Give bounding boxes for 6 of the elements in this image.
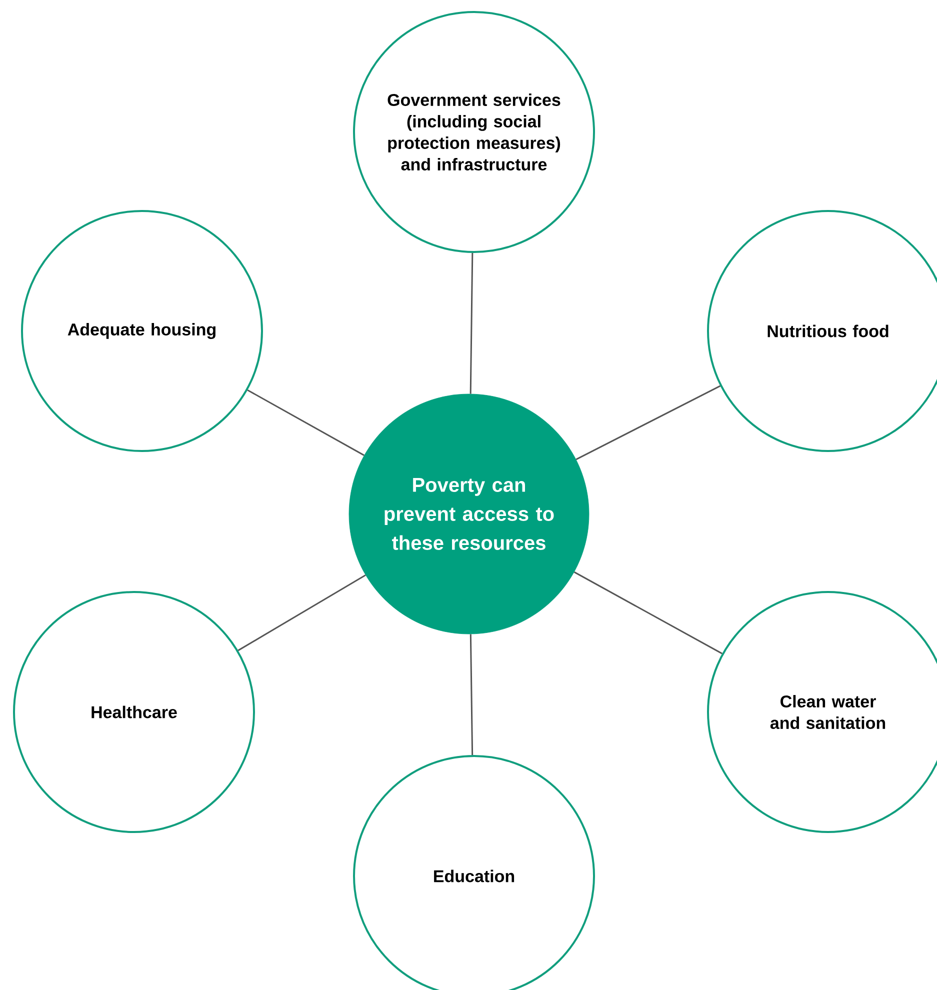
connector-line: [238, 574, 366, 652]
connector-line: [247, 389, 364, 456]
connector-line: [470, 634, 474, 756]
connector-line: [470, 252, 474, 394]
connector-line: [576, 385, 721, 460]
connector-line: [574, 571, 722, 654]
